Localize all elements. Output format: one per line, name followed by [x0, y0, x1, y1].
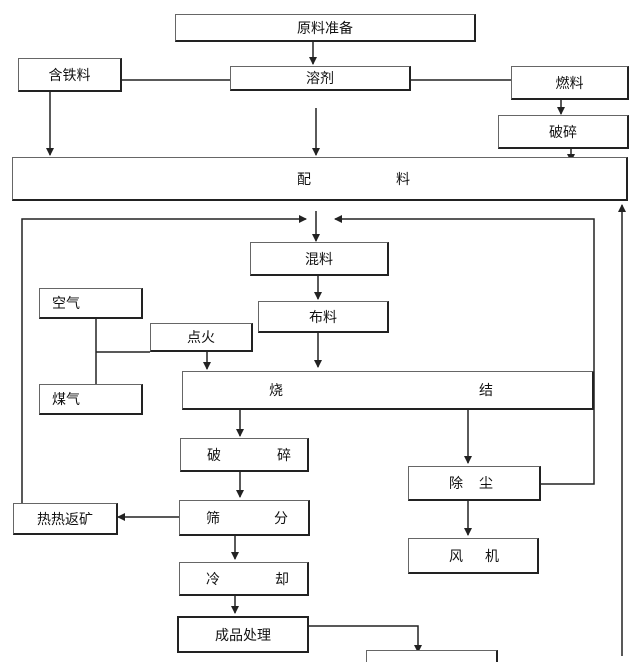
node-gas-label: 煤气: [52, 392, 80, 408]
node-screening: 筛 分: [179, 500, 310, 536]
node-sintering-char-1: 烧: [269, 383, 283, 399]
node-screening-char-2: 分: [274, 510, 288, 527]
node-dust-removal-char-2: 尘: [479, 476, 493, 492]
loop-dust-return: [334, 215, 595, 485]
node-batching-char-2: 料: [396, 171, 410, 188]
arrow-product-out: [309, 625, 422, 653]
node-cooling-char-1: 冷: [206, 571, 220, 588]
node-fan: 风 机: [408, 538, 539, 574]
node-crushing-char-2: 碎: [277, 447, 291, 464]
node-fuel: 燃料: [511, 66, 629, 100]
node-next-step-partial: [366, 650, 498, 662]
node-ignition-label: 点火: [187, 330, 215, 346]
node-solvent-label: 溶剂: [306, 71, 334, 87]
node-fan-char-2: 机: [485, 548, 499, 565]
node-fan-char-1: 风: [449, 548, 463, 565]
node-raw-prep-label: 原料准备: [297, 20, 353, 37]
node-distribution: 布料: [258, 301, 389, 333]
loop-hot-return: [21, 215, 307, 503]
node-cooling-char-2: 却: [275, 571, 289, 588]
node-hot-return: 热热返矿: [13, 503, 118, 535]
node-screening-char-1: 筛: [206, 510, 220, 527]
node-batching-char-1: 配: [297, 171, 311, 188]
node-solvent: 溶剂: [230, 66, 411, 91]
node-iron-material-label: 含铁料: [48, 67, 91, 84]
node-fuel-label: 燃料: [555, 75, 584, 92]
node-sintering: 烧 结: [182, 371, 594, 410]
node-mixing: 混料: [250, 242, 389, 276]
node-gas: 煤气: [39, 384, 143, 415]
node-air-label: 空气: [52, 296, 80, 312]
node-product-handling: 成品处理: [177, 616, 309, 653]
node-sintering-char-2: 结: [479, 383, 493, 399]
node-air: 空气: [39, 288, 143, 319]
node-ignition: 点火: [150, 323, 253, 352]
node-crushing: 破 碎: [180, 438, 309, 472]
node-crushing-fuel: 破碎: [498, 115, 629, 149]
node-distribution-label: 布料: [309, 309, 337, 326]
node-product-handling-label: 成品处理: [215, 627, 271, 644]
node-hot-return-label: 热热返矿: [37, 511, 93, 528]
node-batching: 配 料: [12, 157, 628, 201]
node-crushing-char-1: 破: [207, 447, 221, 464]
node-iron-material: 含铁料: [18, 58, 122, 92]
node-cooling: 冷 却: [179, 562, 309, 596]
node-mixing-label: 混料: [305, 251, 333, 268]
node-dust-removal-char-1: 除: [449, 476, 463, 492]
node-dust-removal: 除 尘: [408, 466, 541, 501]
node-raw-prep: 原料准备: [175, 14, 476, 42]
node-crushing-fuel-label: 破碎: [549, 124, 577, 141]
